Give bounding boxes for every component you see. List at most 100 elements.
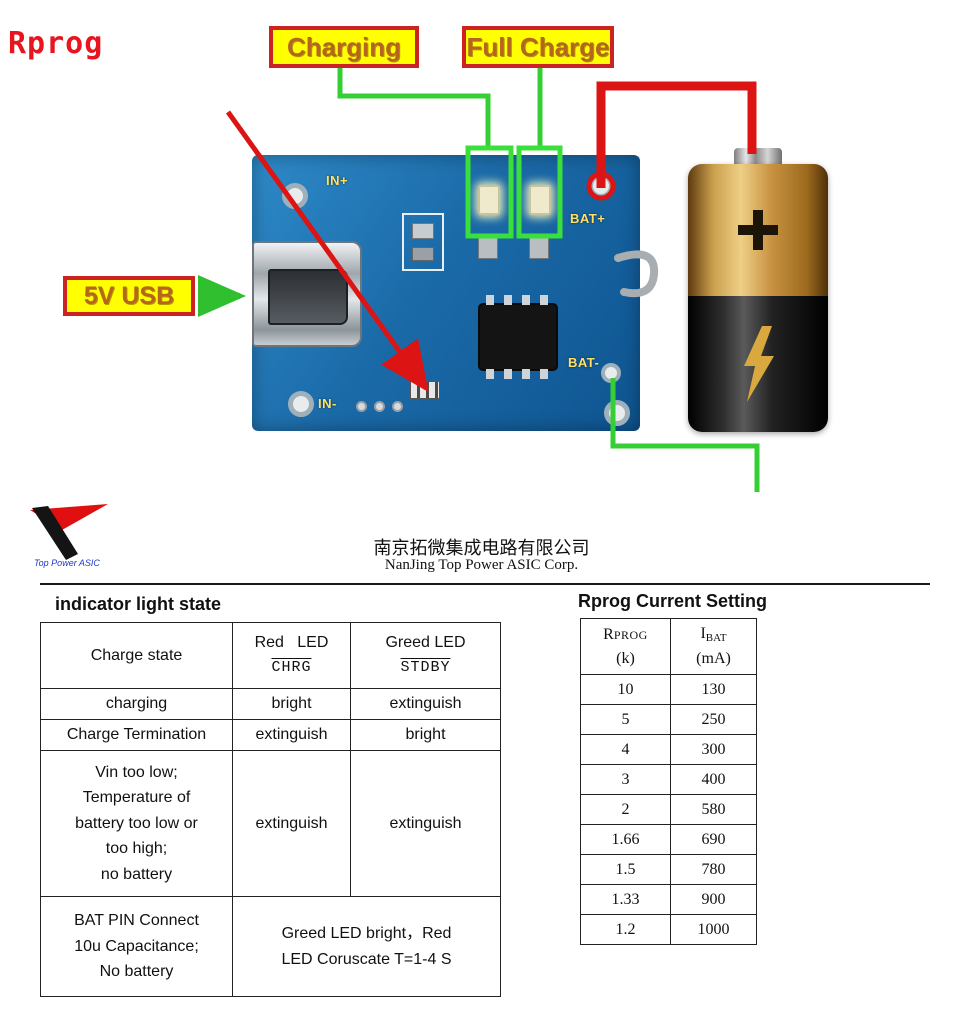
cell-red-led: extinguish xyxy=(232,750,351,897)
smd-component xyxy=(412,223,434,239)
bat-minus-pad xyxy=(601,363,621,383)
cell-charge-state: BAT PIN Connect 10u Capacitance; No batt… xyxy=(40,896,233,997)
cell-ibat: 1000 xyxy=(670,914,757,945)
board-label-in-plus: IN+ xyxy=(326,173,349,188)
battery xyxy=(688,148,828,432)
cell-green-led: bright xyxy=(350,719,501,751)
battery-black-section xyxy=(688,296,828,432)
usb-callout: 5V USB xyxy=(63,276,195,316)
cell-rprog: 1.66 xyxy=(580,824,671,855)
divider xyxy=(40,583,930,585)
pcb-board: IN+ BAT+ BAT- IN- xyxy=(252,155,640,431)
smd-component xyxy=(412,247,434,261)
cell-rprog: 5 xyxy=(580,704,671,735)
bat-plus-pad xyxy=(588,173,614,199)
cell-rprog: 1.33 xyxy=(580,884,671,915)
solder-pad xyxy=(392,401,403,412)
plus-icon xyxy=(738,210,778,250)
battery-positive-terminal xyxy=(734,148,782,164)
col-header-rprog: RPROG (k) xyxy=(580,618,671,675)
mounting-hole xyxy=(288,391,314,417)
mounting-hole xyxy=(282,183,308,209)
board-label-bat-minus: BAT- xyxy=(568,355,600,370)
table-row: BAT PIN Connect 10u Capacitance; No batt… xyxy=(40,896,501,997)
rprog-table-title: Rprog Current Setting xyxy=(578,591,767,611)
cell-ibat: 580 xyxy=(670,794,757,825)
green-led-label: Greed LED xyxy=(385,634,466,652)
board-label-bat-plus: BAT+ xyxy=(570,211,606,226)
cell-charge-state: Charge Termination xyxy=(40,719,233,751)
cell-green-led: extinguish xyxy=(350,750,501,897)
stdby-signal-label: STDBY xyxy=(400,659,451,677)
battery-gold-section xyxy=(688,164,828,296)
col-header-ibat: IBAT (mA) xyxy=(670,618,757,675)
mounting-hole xyxy=(604,400,630,426)
silkscreen-outline xyxy=(402,213,444,271)
charge-ic-chip xyxy=(480,295,556,379)
indicator-table: Charge state Red LED CHRG Greed LED STDB… xyxy=(40,622,501,997)
cell-ibat: 300 xyxy=(670,734,757,765)
company-name-cn: 南京拓微集成电路有限公司 xyxy=(373,538,590,558)
company-logo: Top Power ASIC xyxy=(30,504,108,568)
cell-ibat: 250 xyxy=(670,704,757,735)
cell-ibat: 780 xyxy=(670,854,757,885)
ibat-symbol: IBAT xyxy=(700,625,727,645)
cell-merged-behavior: Greed LED bright，Red LED Coruscate T=1-4… xyxy=(232,896,501,997)
cell-rprog: 3 xyxy=(580,764,671,795)
indicator-table-title: indicator light state xyxy=(55,594,222,614)
rprog-label: Rprog xyxy=(8,26,104,61)
logo-caption: Top Power ASIC xyxy=(34,558,100,568)
cell-red-led: extinguish xyxy=(232,719,351,751)
cell-charge-state: Vin too low; Temperature of battery too … xyxy=(40,750,233,897)
mini-usb-connector xyxy=(252,241,362,347)
table-header-row: RPROG (k) IBAT (mA) xyxy=(580,618,757,675)
cell-ibat: 690 xyxy=(670,824,757,855)
cell-rprog: 1.2 xyxy=(580,914,671,945)
rprog-resistor xyxy=(410,381,440,399)
cell-rprog: 2 xyxy=(580,794,671,825)
cell-rprog: 1.5 xyxy=(580,854,671,885)
charging-callout: Charging xyxy=(269,26,419,68)
board-label-in-minus: IN- xyxy=(318,396,337,411)
charging-led-wire xyxy=(337,68,491,150)
cell-ibat: 130 xyxy=(670,674,757,705)
cell-green-led: extinguish xyxy=(350,688,501,720)
lightning-bolt-icon xyxy=(744,326,774,402)
col-header-red-led: Red LED CHRG xyxy=(232,622,351,689)
smd-resistor xyxy=(529,237,549,259)
rprog-unit: (k) xyxy=(616,649,635,667)
cell-rprog: 10 xyxy=(580,674,671,705)
cell-ibat: 400 xyxy=(670,764,757,795)
table-row: Vin too low; Temperature of battery too … xyxy=(40,750,501,897)
col-header-charge-state: Charge state xyxy=(40,622,233,689)
rprog-symbol: RPROG xyxy=(603,626,648,644)
battery-body xyxy=(688,164,828,432)
smd-resistor xyxy=(478,237,498,259)
full-charge-callout: Full Charge xyxy=(462,26,614,68)
cell-ibat: 900 xyxy=(670,884,757,915)
table-header-row: Charge state Red LED CHRG Greed LED STDB… xyxy=(40,622,501,689)
cell-charge-state: charging xyxy=(40,688,233,720)
cell-red-led: bright xyxy=(232,688,351,720)
full-charge-led xyxy=(529,185,551,215)
table-row: charging bright extinguish xyxy=(40,688,501,720)
solder-pad xyxy=(356,401,367,412)
table-row: Charge Termination extinguish bright xyxy=(40,719,501,751)
charging-led xyxy=(478,185,500,215)
cell-rprog: 4 xyxy=(580,734,671,765)
ibat-unit: (mA) xyxy=(696,650,731,668)
company-name-en: NanJing Top Power ASIC Corp. xyxy=(384,557,579,573)
col-header-green-led: Greed LED STDBY xyxy=(350,622,501,689)
red-led-label: Red LED xyxy=(254,634,329,652)
